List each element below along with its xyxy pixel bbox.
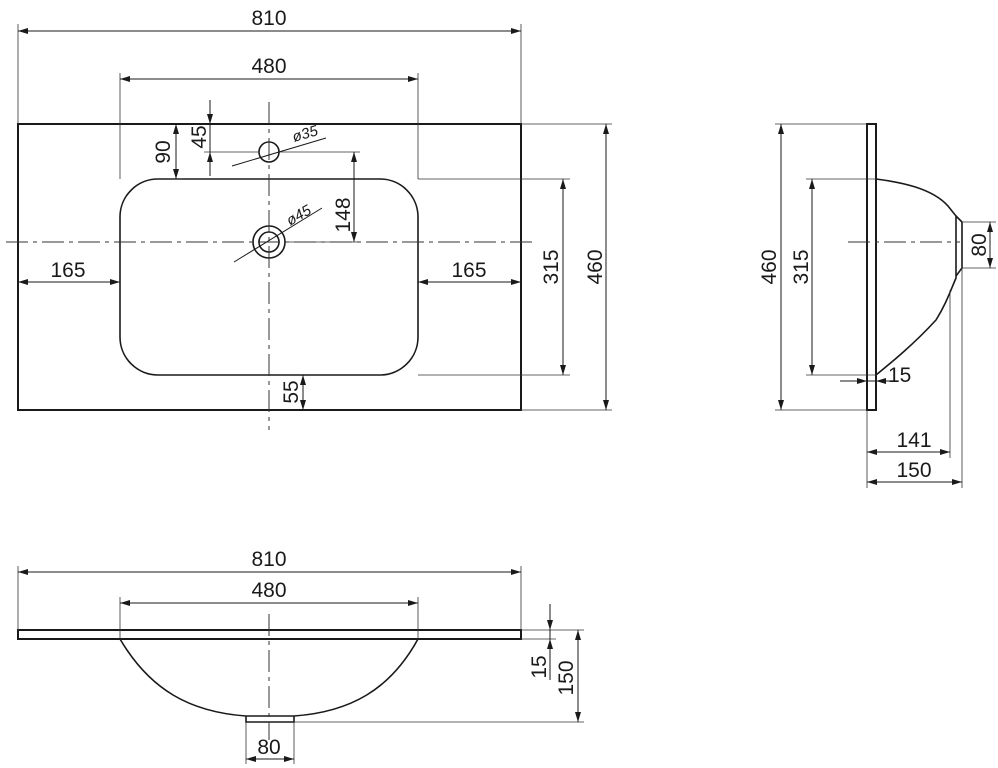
side-dim-80-label: 80: [968, 233, 991, 256]
dim-460-label: 460: [584, 249, 607, 284]
front-dim-80-label: 80: [257, 736, 280, 759]
side-view: 460 315 80 15 141 150: [758, 123, 996, 488]
side-drain-outline: [955, 215, 963, 277]
top-view: 810 480 460 315 148 45: [6, 7, 612, 430]
dim-90-label: 90: [152, 140, 175, 163]
leader-o45: [233, 207, 323, 263]
front-drain-outline: [245, 716, 295, 723]
dim-480-label: 480: [251, 55, 286, 78]
leader-o35: [231, 137, 327, 167]
side-countertop-slab: [866, 123, 877, 411]
side-dim-315-label: 315: [790, 249, 813, 284]
side-dim-150-label: 150: [896, 459, 931, 482]
dim-o45-label: ø45: [284, 201, 315, 229]
dim-165-right-label: 165: [451, 259, 486, 282]
dim-165-left-label: 165: [50, 259, 85, 282]
side-dim-15-label: 15: [888, 364, 911, 387]
side-dim-141-label: 141: [896, 429, 931, 452]
front-dim-480-label: 480: [251, 579, 286, 602]
dim-148-label: 148: [332, 197, 355, 232]
dim-55-label: 55: [280, 380, 303, 403]
dim-315-label: 315: [540, 249, 563, 284]
dim-45-label: 45: [188, 125, 211, 148]
dim-810-label: 810: [251, 7, 286, 30]
front-dim-810-label: 810: [251, 548, 286, 571]
side-bowl-profile: [875, 178, 957, 376]
side-dim-460-label: 460: [758, 249, 781, 284]
dim-o35-label: ø35: [290, 122, 320, 146]
front-bowl-profile: [119, 638, 419, 717]
front-dim-150-label: 150: [555, 660, 578, 695]
front-view: 810 480 15 150 80: [17, 548, 584, 764]
front-dim-15-label: 15: [528, 655, 551, 678]
